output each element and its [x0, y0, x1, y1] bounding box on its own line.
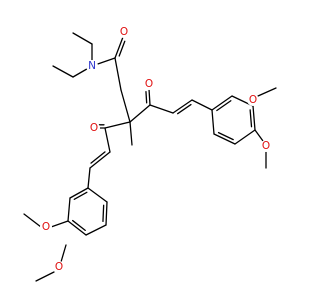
right-ring-bond-3-inner [249, 109, 253, 128]
quaternary-upper-ketone-bond [129, 104, 151, 123]
lower-alkene-double-bond-inner [90, 151, 106, 164]
amide-nitrogen-atom: N [86, 60, 98, 72]
left-para-o-bond [60, 244, 67, 263]
upper-ketone-c-o-double-bond [148, 88, 151, 106]
right-ring-bond-3 [252, 105, 256, 131]
left-ring-para-methoxy-oxygen-label: O [55, 261, 63, 273]
amide-c-o-double-bond-inner [118, 40, 126, 57]
left-para-methoxy-bond [35, 271, 55, 282]
upper-ketone-alkene-bond [149, 104, 174, 114]
lower-alkene-ring-bond [87, 167, 91, 189]
right-ring-meta-methoxy-oxygen-label: O [249, 94, 257, 106]
left-ring-bond-1-inner [73, 191, 88, 200]
left-ring-bond-6 [87, 187, 108, 203]
right-ring-bond-4 [234, 129, 256, 145]
left-ring-bond-5 [105, 201, 108, 226]
left-ring-bond-4 [85, 224, 107, 236]
carbonyl-ch2-bond [114, 57, 122, 91]
bond-layer [23, 32, 277, 282]
left-ring-meta-methoxy-oxygen-atom: O [40, 221, 52, 233]
quaternary-methyl-bond [129, 121, 133, 146]
left-meta-o-bond [50, 220, 69, 228]
upper-ketone-oxygen-atom: O [143, 78, 155, 90]
right-ring-bond-1-inner [216, 100, 232, 112]
amide-carbonyl-oxygen-label: O [120, 26, 128, 38]
atom-label-layer: N O O O O O O O [40, 26, 272, 273]
amide-nitrogen-label: N [88, 60, 96, 72]
amide-c-o-double-bond [114, 36, 124, 59]
right-ring-para-methoxy-oxygen-label: O [262, 140, 270, 152]
left-ring-bond-3-inner [72, 219, 86, 232]
ethyl1-ch3-bond [72, 32, 93, 45]
right-ring-bond-5 [213, 133, 236, 145]
amide-carbonyl-oxygen-atom: O [118, 26, 130, 38]
left-ring-bond-2 [67, 197, 71, 222]
ethyl2-ch3-bond [52, 65, 74, 78]
upper-alkene-ring-bond [191, 99, 213, 111]
right-ring-bond-6 [211, 109, 215, 135]
upper-ketone-c-o-double-bond-inner [145, 90, 148, 104]
lower-ketone-oxygen-atom: O [88, 122, 100, 134]
left-ring-bond-3 [67, 220, 87, 236]
upper-alkene-double-bond [172, 99, 193, 114]
right-para-o-bond [254, 129, 264, 142]
lower-ketone-oxygen-label: O [90, 122, 98, 134]
lower-ketone-alkene-bond [104, 127, 111, 153]
quaternary-lower-ketone-bond [104, 121, 131, 129]
upper-ketone-oxygen-label: O [145, 78, 153, 90]
ch2-quaternary-bond [120, 89, 131, 123]
left-meta-methoxy-bond [23, 213, 42, 228]
upper-alkene-double-bond-inner [177, 103, 192, 115]
molecule-structure-diagram: N O O O O O O O [23, 26, 277, 282]
right-ring-meta-methoxy-oxygen-atom: O [247, 94, 259, 106]
left-ring-bond-1 [69, 187, 89, 199]
right-ring-para-methoxy-oxygen-atom: O [260, 140, 272, 152]
left-ring-bond-5-inner [102, 204, 105, 223]
right-meta-methoxy-bond [257, 87, 277, 97]
right-ring-bond-1 [211, 95, 233, 111]
left-ring-meta-methoxy-oxygen-label: O [42, 221, 50, 233]
left-ring-para-methoxy-oxygen-atom: O [53, 261, 65, 273]
right-ring-bond-5-inner [217, 131, 234, 141]
lower-alkene-double-bond [89, 151, 111, 169]
